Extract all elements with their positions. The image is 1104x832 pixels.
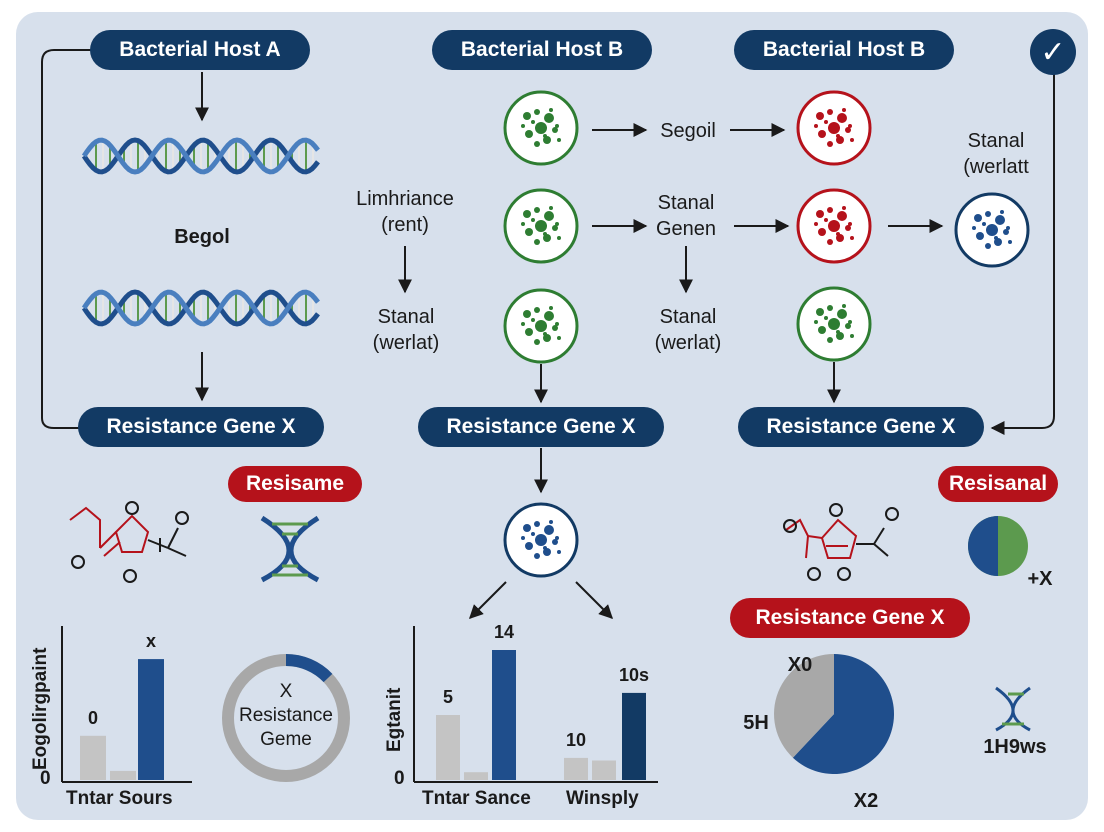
chart1-data-label-3: x [146,631,156,651]
gene-left-pill: Resistance Gene X [78,407,324,447]
host-a-pill: Bacterial Host A [90,30,310,70]
check-icon: ✓ [1030,29,1076,75]
arrow-split-left [469,581,507,619]
gene-right-pill: Resistance Gene X [738,407,984,447]
segoil-label: Segoil [660,120,716,142]
molecule-left [69,501,189,583]
chart2-g2-bar-1 [564,757,588,780]
chart1-xlabel: Tntar Sours [66,788,173,809]
donut-chart [222,654,350,782]
begol-label: Begol [174,226,230,248]
chart2-ylabel: Egtanit [384,687,405,752]
limhriance-label: Limhriance (rent) [356,188,454,236]
chart1-data-label-1: 0 [88,708,98,728]
arrow-split-right [575,581,613,619]
petri-dish-8 [503,502,579,578]
petri-dish-3 [503,288,579,364]
gene-bottom-right-pill: Resistance Gene X [730,598,970,638]
resisame-pill: Resisame [228,466,362,502]
petri-dish-7 [954,192,1030,268]
chart1-ylabel: Eogolirgpaint [30,647,51,770]
dna-helix-small [260,515,320,583]
chart2-g2-bar-3 [622,692,646,780]
chart2-group1-label: Tntar Sance [422,788,531,809]
petri-dish-4 [796,90,872,166]
petri-dish-1 [503,90,579,166]
chart2-g1-bar-2 [464,772,488,780]
chart2-g1-bar-1 [436,715,460,780]
dna-helix-bottom [81,289,320,327]
mini-pie [968,516,1028,576]
stanal-right-label: Stanal (werlatt [963,130,1029,178]
pie-5h-label: 5H [743,712,769,734]
chart1-bar-2 [110,770,136,780]
stanal-left-label: Stanal (werlat) [372,306,440,354]
donut-center-label: X Resistance Geme [239,681,333,750]
pie-slice-1 [792,654,895,775]
host-b-right-pill: Bacterial Host B [734,30,954,70]
right-loop-connector [990,70,1055,435]
petri-dish-5 [796,188,872,264]
stanal-genen-label: Stanal Genen [655,192,717,240]
pie-slice-2 [774,654,834,758]
stanal-mid-label: Stanal (werlat) [654,306,722,354]
dna-icon-small [995,686,1031,732]
pie-x2-label: X2 [853,790,879,812]
chart2-g1-label-3: 14 [494,622,514,642]
pie-chart-large [774,654,895,775]
chart2-y-tick: 0 [394,768,405,789]
chart2-g2-label-3: 10s [619,665,649,685]
chart1-bar-3 [138,659,164,780]
petri-dish-2 [503,188,579,264]
chart2-g1-bar-3 [492,650,516,780]
molecule-right [783,503,899,581]
petri-dish-6 [796,286,872,362]
chart2-group2-label: Winsply [566,788,639,809]
chart2-g1-label-1: 5 [443,687,453,707]
chart1-y-tick: 0 [40,768,51,789]
plus-x-label: +X [1027,568,1053,590]
chart1-bar-1 [80,735,106,780]
resisanal-pill: Resisanal [938,466,1058,502]
left-loop-connector [41,49,96,429]
bar-chart-left: 0x [61,626,192,783]
dna-helix-top [81,137,320,175]
bar-chart-center: 5 14 10 10s [413,622,658,783]
host-b-center-pill: Bacterial Host B [432,30,652,70]
pie-x0-label: X0 [787,654,813,676]
gene-center-pill: Resistance Gene X [418,407,664,447]
chart2-g2-bar-2 [592,760,616,780]
chart2-g2-label-1: 10 [566,730,586,750]
h9ws-label: 1H9ws [983,736,1047,758]
